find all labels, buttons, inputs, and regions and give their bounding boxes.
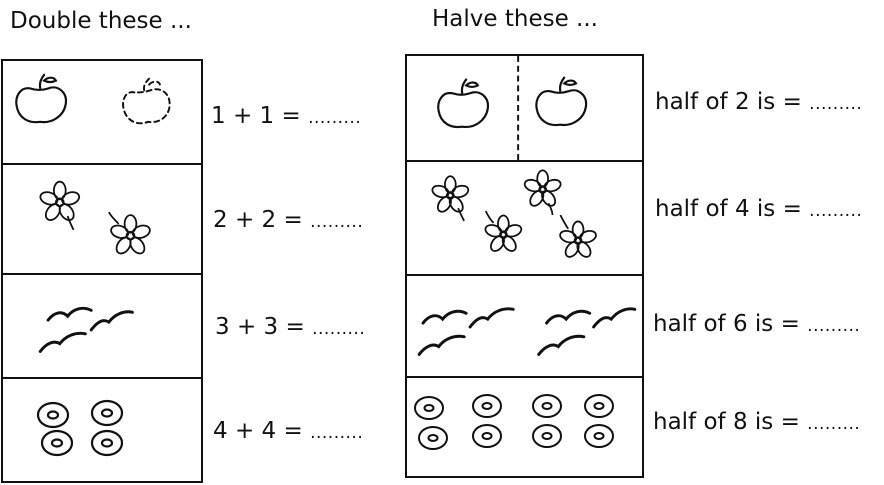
double-equation-4: 4 + 4 = ......... bbox=[213, 418, 363, 444]
answer-blank[interactable]: ......... bbox=[310, 423, 364, 443]
halve-prompt: half of 2 is = bbox=[655, 89, 802, 115]
answer-blank[interactable]: ......... bbox=[312, 319, 366, 339]
double-equation-2: 2 + 2 = ......... bbox=[213, 207, 363, 233]
halve-prompt: half of 8 is = bbox=[653, 409, 800, 435]
answer-blank[interactable]: ......... bbox=[308, 108, 362, 128]
addend: 2 bbox=[213, 207, 228, 233]
double-row-apples bbox=[3, 61, 201, 165]
halve-row-cookies bbox=[407, 378, 642, 480]
double-equation-1: 1 + 1 = ......... bbox=[211, 103, 361, 129]
double-heading: Double these ... bbox=[10, 8, 192, 34]
double-row-birds bbox=[3, 275, 201, 379]
plus-sign: + bbox=[232, 103, 253, 129]
addend: 4 bbox=[261, 418, 277, 444]
halve-prompt: half of 4 is = bbox=[655, 196, 802, 222]
halve-sentence-1: half of 2 is = ......... bbox=[655, 89, 862, 115]
answer-blank[interactable]: ......... bbox=[809, 94, 863, 114]
apple-icon bbox=[15, 73, 171, 125]
halve-row-birds bbox=[407, 276, 642, 378]
answer-blank[interactable]: ......... bbox=[807, 316, 861, 336]
double-row-cookies bbox=[3, 379, 201, 485]
addend: 4 bbox=[213, 418, 228, 444]
ring-cookie-icon bbox=[414, 394, 614, 450]
halve-sentence-3: half of 6 is = ......... bbox=[653, 311, 860, 337]
addend: 2 bbox=[261, 207, 277, 233]
double-row-flowers bbox=[3, 165, 201, 275]
equals-sign: = bbox=[281, 103, 301, 129]
answer-blank[interactable]: ......... bbox=[807, 414, 861, 434]
halve-row-flowers bbox=[407, 162, 642, 276]
addend: 3 bbox=[263, 314, 279, 340]
apple-icon bbox=[437, 56, 588, 160]
addend: 3 bbox=[215, 314, 230, 340]
answer-blank[interactable]: ......... bbox=[310, 212, 364, 232]
equals-sign: = bbox=[283, 207, 303, 233]
equals-sign: = bbox=[285, 314, 305, 340]
double-equation-3: 3 + 3 = ......... bbox=[215, 314, 365, 340]
plus-sign: + bbox=[234, 418, 255, 444]
halve-picture-panel bbox=[405, 54, 644, 478]
bird-icon bbox=[38, 306, 134, 353]
flower-icon bbox=[39, 180, 151, 255]
plus-sign: + bbox=[236, 314, 257, 340]
bird-icon bbox=[417, 307, 637, 356]
halve-sentence-4: half of 8 is = ......... bbox=[653, 409, 860, 435]
double-picture-panel bbox=[1, 59, 203, 483]
addend: 1 bbox=[259, 103, 275, 129]
answer-blank[interactable]: ......... bbox=[809, 201, 863, 221]
halve-heading: Halve these ... bbox=[432, 6, 598, 32]
flower-icon bbox=[431, 169, 597, 258]
halve-prompt: half of 6 is = bbox=[653, 311, 800, 337]
addend: 1 bbox=[211, 103, 226, 129]
plus-sign: + bbox=[234, 207, 255, 233]
halve-sentence-2: half of 4 is = ......... bbox=[655, 196, 862, 222]
ring-cookie-icon bbox=[36, 399, 124, 457]
halve-row-apples bbox=[407, 56, 642, 162]
equals-sign: = bbox=[283, 418, 303, 444]
